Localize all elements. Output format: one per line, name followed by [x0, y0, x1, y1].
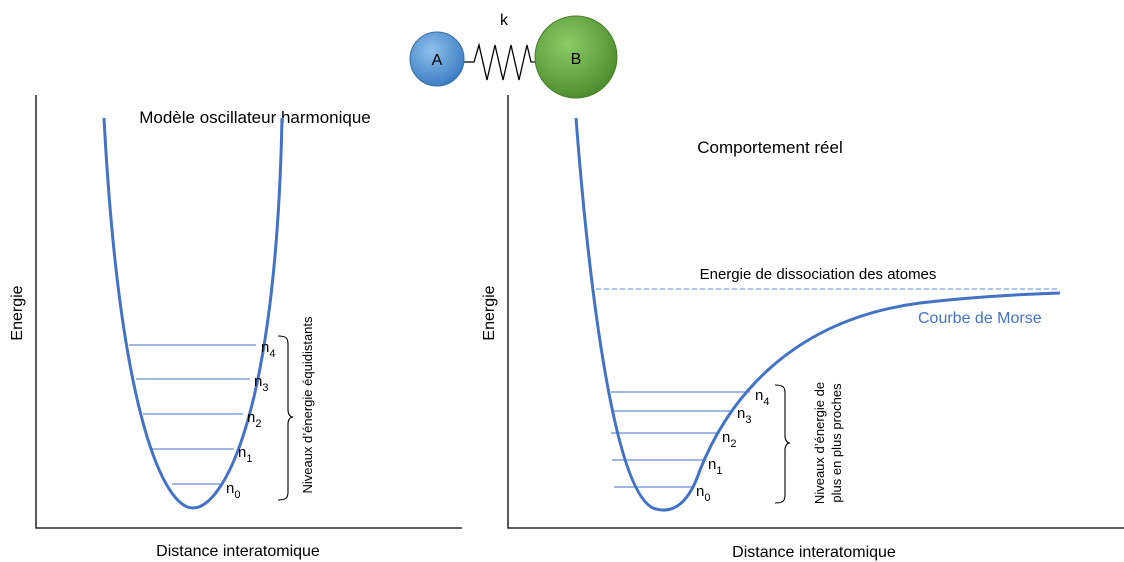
right-y-axis-label: Energie [481, 285, 498, 340]
atom-a-label: A [432, 52, 443, 69]
atom-b-label: B [571, 51, 582, 68]
harmonic-panel: Modèle oscillateur harmonique Energie Di… [9, 95, 462, 560]
right-level-label-n2: n2 [722, 429, 736, 450]
right-level-label-n1: n1 [708, 456, 722, 477]
molecule-illustration: A B k [409, 12, 618, 99]
left-levels-caption: Niveaux d’énergie équidistants [300, 316, 315, 494]
morse-curve-label: Courbe de Morse [918, 310, 1042, 327]
morse-panel: Comportement réel Energie Distance inter… [481, 95, 1124, 561]
right-levels-caption-line2: plus en plus proches [829, 383, 844, 503]
right-level-label-n4: n4 [755, 387, 769, 408]
spring-constant-label: k [500, 12, 509, 29]
left-level-label-n4: n4 [261, 339, 275, 360]
right-level-label-n0: n0 [696, 483, 710, 504]
right-title: Comportement réel [697, 138, 843, 157]
spring-icon [463, 42, 540, 81]
right-levels-caption-line1: Niveaux d’énergie de [812, 382, 827, 504]
atom-a-icon [409, 31, 465, 87]
left-axes [35, 95, 462, 529]
left-level-label-n3: n3 [254, 373, 268, 394]
left-level-label-n2: n2 [247, 409, 261, 430]
right-axes [507, 95, 1124, 529]
left-level-label-n0: n0 [226, 480, 240, 501]
left-level-label-n1: n1 [238, 444, 252, 465]
left-y-axis-label: Energie [9, 285, 26, 340]
left-x-axis-label: Distance interatomique [156, 543, 320, 560]
right-level-label-n3: n3 [737, 405, 751, 426]
left-title: Modèle oscillateur harmonique [139, 108, 371, 127]
right-x-axis-label: Distance interatomique [732, 544, 896, 561]
right-levels-bracket [774, 384, 791, 504]
harmonic-parabola [102, 117, 284, 510]
morse-curve [574, 117, 1061, 512]
atom-b-icon [534, 15, 618, 99]
left-levels-bracket [277, 335, 294, 501]
dissociation-label: Energie de dissociation des atomes [700, 266, 937, 283]
